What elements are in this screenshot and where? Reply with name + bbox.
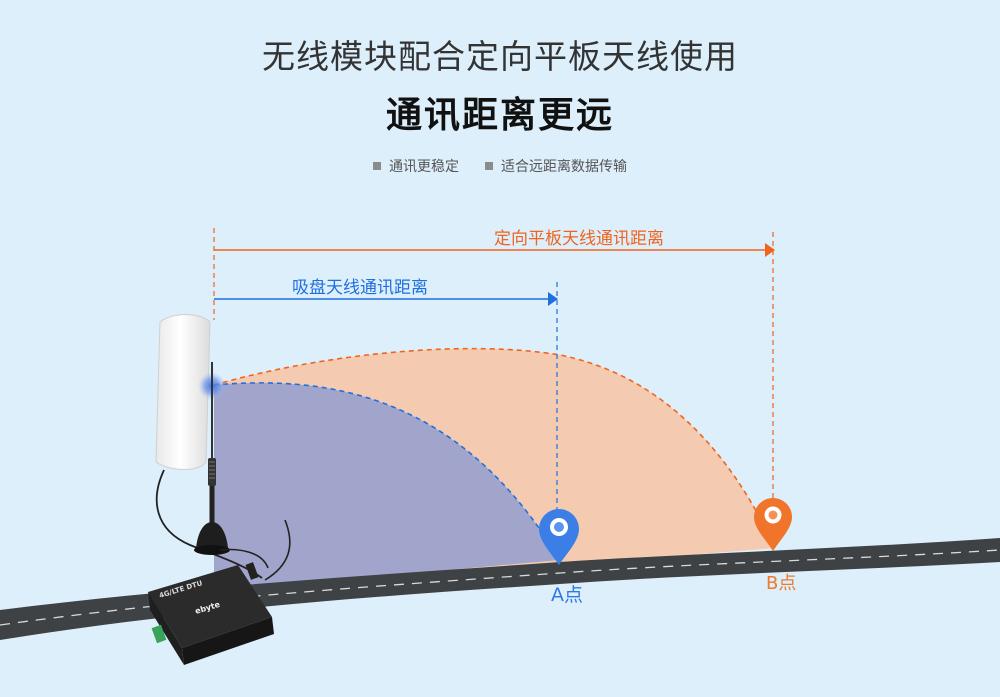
location-pin-icon xyxy=(539,509,579,565)
page-title: 无线模块配合定向平板天线使用 xyxy=(262,37,738,76)
suction-antenna-coverage-area xyxy=(214,382,560,585)
suction-antenna-range-label: 吸盘天线通讯距离 xyxy=(292,278,428,298)
road-lane-marking xyxy=(0,549,1000,626)
terminal-block xyxy=(151,624,167,644)
road xyxy=(0,538,1000,640)
flat-panel-antenna xyxy=(155,314,263,579)
location-pin-icon xyxy=(754,498,792,551)
page-subtitle: 通讯距离更远 xyxy=(385,95,614,136)
feature-item: 适合远距离数据传输 xyxy=(485,156,627,176)
suction-coverage-boundary xyxy=(213,382,561,561)
suction-cup-antenna xyxy=(194,362,291,581)
arrow-right-icon xyxy=(765,243,775,257)
feature-label: 通讯更稳定 xyxy=(389,159,459,175)
square-bullet-icon xyxy=(373,162,381,170)
feature-label: 适合远距离数据传输 xyxy=(501,159,627,175)
panel-antenna-range-label: 定向平板天线通讯距离 xyxy=(494,229,664,249)
feature-list: 通讯更稳定 适合远距离数据传输 xyxy=(0,156,1000,176)
arrow-right-icon xyxy=(548,292,558,306)
square-bullet-icon xyxy=(485,162,493,170)
point-a-label: A点 xyxy=(551,584,583,606)
point-b-label: B点 xyxy=(766,573,797,594)
dtu-device: 4G/LTE DTU ebyte xyxy=(148,562,274,665)
feature-item: 通讯更稳定 xyxy=(373,156,459,176)
